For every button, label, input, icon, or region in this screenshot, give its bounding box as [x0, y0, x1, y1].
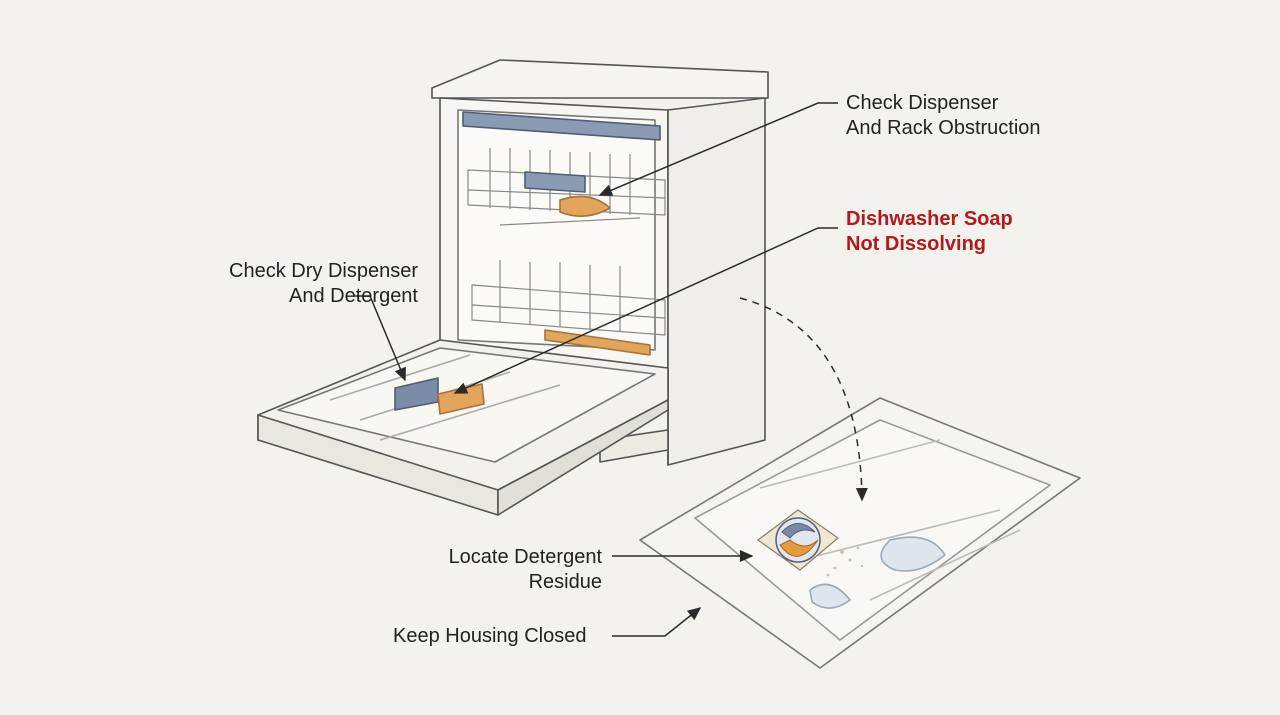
detergent-pod-icon [756, 509, 864, 577]
label-check-dry-dispenser: Check Dry Dispenser And Detergent [229, 260, 418, 307]
label-locate-residue: Locate Detergent Residue [448, 546, 602, 593]
label-check-dispenser-rack: Check Dispenser And Rack Obstruction [846, 92, 1041, 139]
label-problem-title: Dishwasher Soap Not Dissolving [846, 208, 1013, 255]
label-keep-housing-closed: Keep Housing Closed [393, 625, 587, 647]
